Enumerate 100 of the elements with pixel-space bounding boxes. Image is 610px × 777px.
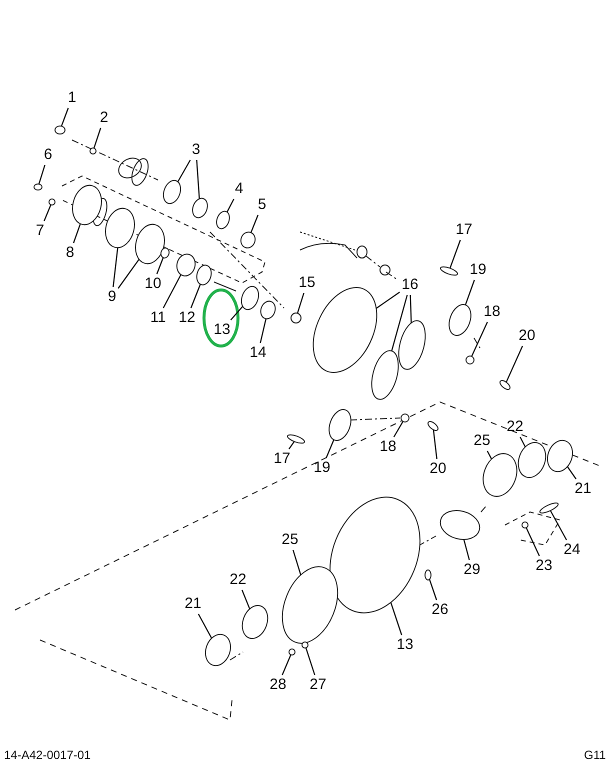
case-half-drawing: [482, 453, 518, 497]
leader-line: [156, 257, 164, 274]
callout-number: 26: [432, 602, 448, 618]
callout-number: 19: [314, 460, 330, 476]
callout-number: 25: [282, 532, 298, 548]
callout-number: 27: [310, 677, 326, 693]
callout-number: 4: [234, 181, 244, 197]
bolt-drawing: [34, 184, 42, 190]
leader-line: [44, 204, 52, 222]
washer-drawing: [466, 356, 474, 364]
leader-line: [526, 527, 540, 556]
washer-drawing: [48, 198, 56, 206]
bearing-drawing: [260, 300, 276, 320]
callout-number: 3: [192, 142, 200, 158]
bearing-cap-drawing: [398, 320, 426, 370]
seal-drawing: [162, 180, 182, 204]
shim-drawing: [105, 208, 135, 248]
callout-number: 15: [298, 275, 316, 291]
callout-number: 17: [274, 451, 290, 467]
callout-number: 13: [396, 637, 414, 653]
leader-line: [376, 292, 400, 309]
callout-number: 16: [402, 277, 418, 293]
nut-drawing: [522, 522, 528, 528]
shim-drawing: [135, 224, 165, 264]
callout-number: 6: [44, 147, 52, 163]
leader-line: [60, 108, 69, 126]
callout-number: 12: [178, 310, 196, 326]
nut-drawing: [54, 126, 66, 134]
callout-number: 14: [250, 345, 266, 361]
callout-number: 20: [518, 328, 536, 344]
adjuster-drawing: [448, 304, 472, 336]
bearing-cup-drawing: [176, 254, 196, 276]
leader-line: [177, 160, 191, 182]
leader-line: [282, 654, 292, 676]
nut-drawing: [288, 648, 296, 656]
leader-line: [296, 292, 304, 314]
leader-line: [260, 318, 267, 344]
callout-number: 5: [258, 197, 266, 213]
callout-number: 21: [574, 481, 592, 497]
callout-number: 19: [470, 262, 486, 278]
callout-number: 22: [230, 572, 246, 588]
ring-drawing: [240, 232, 256, 248]
bearing-cup-drawing: [547, 440, 573, 472]
leader-line: [226, 198, 234, 212]
callout-number: 23: [536, 558, 552, 574]
washer-drawing: [90, 148, 96, 154]
bolt-drawing: [428, 421, 438, 431]
washer-drawing: [302, 642, 308, 648]
leader-line: [410, 294, 412, 323]
leader-line: [93, 128, 102, 148]
leader-line: [72, 224, 81, 244]
housing-drawing: [312, 287, 378, 373]
callout-number: 7: [36, 223, 44, 239]
cage-drawing: [72, 184, 102, 226]
leader-line: [250, 214, 259, 233]
leader-line: [305, 648, 316, 676]
leader-line: [112, 248, 118, 288]
leader-line: [506, 346, 524, 382]
leader-line: [242, 590, 250, 610]
bearing-drawing: [242, 605, 268, 639]
leader-line: [393, 421, 404, 438]
washer-drawing: [400, 414, 410, 422]
pin-drawing: [286, 434, 306, 444]
leader-line: [390, 602, 402, 636]
bolt-drawing: [500, 380, 510, 390]
leader-line: [391, 294, 408, 352]
seal-drawing: [192, 198, 208, 218]
leader-line: [464, 280, 475, 306]
bearing-drawing: [518, 442, 546, 478]
adjuster-drawing: [328, 409, 352, 441]
leader-line: [118, 258, 140, 289]
leader-line: [550, 510, 568, 540]
leader-line: [520, 436, 526, 448]
leader-line: [471, 322, 488, 357]
leader-line: [292, 550, 302, 576]
leader-line: [432, 430, 438, 460]
leader-line: [230, 306, 244, 320]
callout-number: 24: [564, 542, 580, 558]
bearing-cup-drawing: [205, 634, 231, 666]
spacer-drawing: [160, 248, 170, 258]
leader-line: [449, 240, 461, 268]
callout-number: 18: [380, 439, 396, 455]
callout-number: 29: [464, 562, 480, 578]
leader-line: [428, 579, 438, 600]
leader-line: [162, 274, 182, 308]
bolt-drawing: [539, 502, 559, 514]
ring-gear-drawing: [330, 496, 420, 614]
callout-number: 22: [506, 419, 524, 435]
callout-number: 13: [214, 322, 230, 338]
callout-number: 9: [108, 289, 116, 305]
gear-drawing: [216, 210, 230, 230]
leader-line: [190, 284, 201, 308]
callout-number: 8: [66, 245, 74, 261]
spider-drawing: [440, 510, 480, 540]
leader-line: [38, 164, 46, 184]
leader-line: [326, 440, 334, 458]
leader-line: [196, 160, 200, 199]
bearing-cap-drawing: [371, 350, 399, 400]
pinion-drawing: [240, 286, 260, 310]
case-half-drawing: [282, 566, 338, 644]
